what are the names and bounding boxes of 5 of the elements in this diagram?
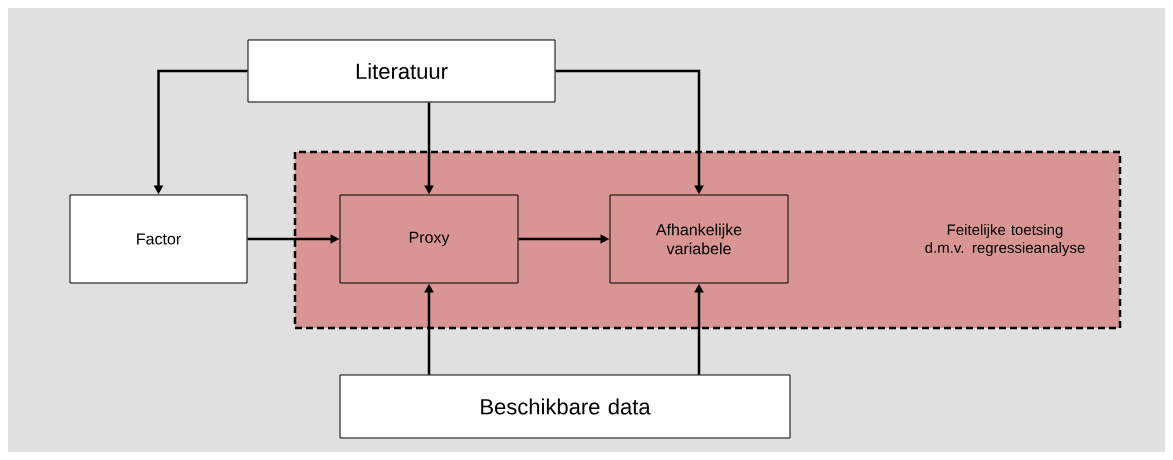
process-box: Literatuur <box>247 39 556 103</box>
process-box: Beschikbare data <box>339 374 791 439</box>
process-box: Factor <box>69 194 248 284</box>
process-box: Afhankelijke variabele <box>609 194 789 284</box>
process-box: Proxy <box>339 194 519 284</box>
